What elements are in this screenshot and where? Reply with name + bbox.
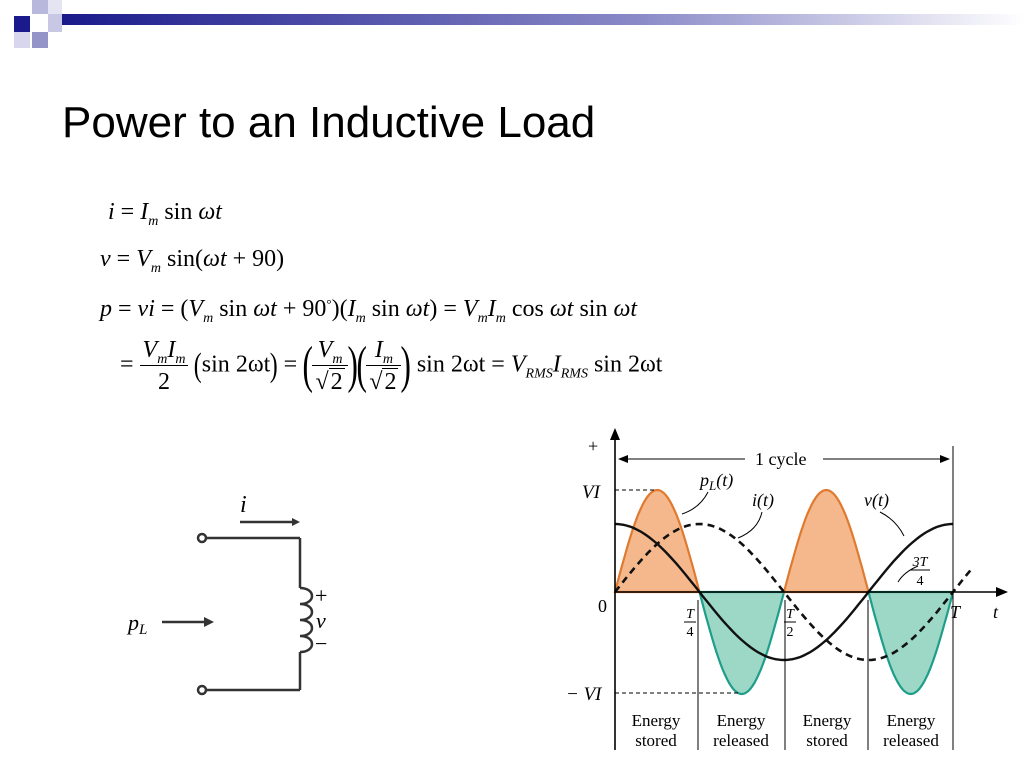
minus-label: − — [315, 631, 327, 656]
region-4-line1: Energy — [887, 711, 936, 730]
tick-3t4-den: 4 — [917, 574, 924, 589]
i-curve-label: i(t) — [752, 490, 774, 511]
origin-label: 0 — [598, 596, 607, 616]
neg-vi-label: − VI — [566, 684, 603, 705]
x-axis-arrow-icon — [996, 587, 1008, 597]
equation-power-expanded: = VmIm 2 (sin 2ωt) = ( Vm √2 )( Im √2 ) … — [120, 337, 663, 395]
region-2-line1: Energy — [717, 711, 766, 730]
tick-t4-num: T — [686, 607, 695, 622]
vi-label: VI — [582, 482, 602, 503]
tick-3t4-num: 3T — [912, 555, 929, 570]
region-2-line2: released — [713, 731, 769, 750]
power-label: pL — [126, 610, 147, 638]
region-1-line1: Energy — [632, 711, 681, 730]
power-lobe-4 — [867, 590, 955, 696]
axis-plus: + — [588, 436, 598, 456]
power-lobe-1 — [613, 488, 701, 594]
y-axis-arrow-icon — [610, 428, 620, 440]
cycle-label: 1 cycle — [755, 449, 806, 469]
bottom-terminal — [196, 684, 208, 696]
tick-t2-num: T — [786, 607, 795, 622]
voltage-label: v — [316, 608, 326, 633]
corner-decoration — [14, 0, 1024, 48]
current-curve — [613, 522, 975, 662]
region-1-line2: stored — [635, 731, 677, 750]
plus-label: + — [315, 583, 327, 608]
t-axis-label: t — [993, 602, 999, 622]
region-3-line1: Energy — [803, 711, 852, 730]
current-arrow-icon — [292, 518, 300, 526]
inductor-coil-icon — [299, 586, 314, 654]
slide-title: Power to an Inductive Load — [62, 98, 596, 147]
v-curve-label: v(t) — [864, 490, 889, 511]
region-4-line2: released — [883, 731, 939, 750]
voltage-curve — [614, 522, 954, 662]
region-3-line2: stored — [806, 731, 848, 750]
tick-t4-den: 4 — [687, 625, 694, 640]
power-lobe-3 — [782, 488, 870, 594]
equation-voltage: v = Vm sin(ωt + 90) — [100, 246, 285, 276]
top-terminal — [196, 532, 208, 544]
tick-t-label: T — [950, 602, 962, 622]
current-label: i — [240, 492, 247, 518]
power-lobe-2 — [698, 590, 786, 696]
equation-power: p = vi = (Vm sin ωt + 90°)(Im sin ωt) = … — [100, 296, 638, 326]
tick-t2-den: 2 — [787, 625, 794, 640]
power-arrow-icon — [204, 617, 214, 627]
equation-current: i = Im sin ωt — [108, 199, 222, 229]
pl-curve-label: pL(t) — [698, 470, 733, 493]
